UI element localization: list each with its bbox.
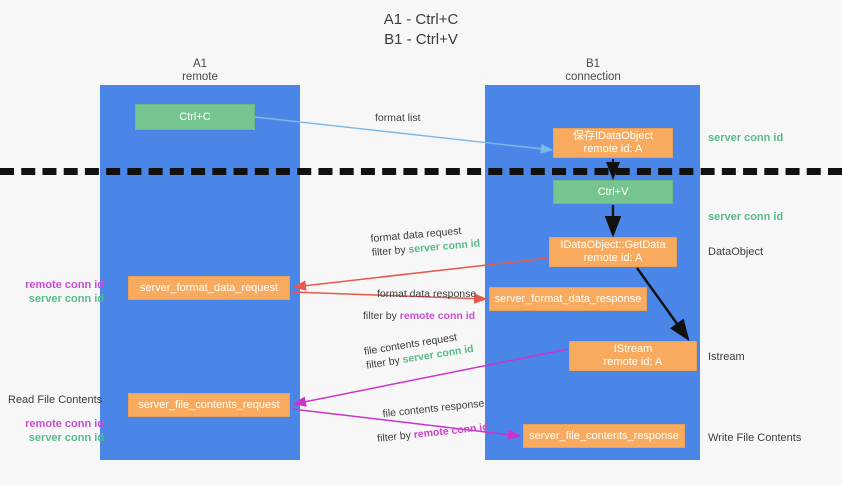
- annotation-left-conn-ids-bottom: remote conn id server conn id: [8, 417, 104, 445]
- node-server-file-contents-response-label: server_file_contents_response: [529, 429, 679, 442]
- column-a1-sub: remote: [182, 71, 218, 83]
- column-b1-sub: connection: [565, 71, 621, 83]
- annotation-server-conn-id: server conn id: [28, 293, 104, 305]
- node-save-idataobject-line2: remote id: A: [583, 143, 643, 155]
- annotation-remote-conn-id: remote conn id: [25, 418, 104, 430]
- node-server-format-data-request-label: server_format_data_request: [139, 281, 279, 294]
- annotation-server-conn-id-mid: server conn id: [708, 211, 784, 223]
- edge-label-file-contents-request: file contents request filter by server c…: [363, 328, 475, 373]
- column-header-a1: A1 remote: [140, 58, 260, 84]
- edge-label-format-data-response: format data response filter by remote co…: [363, 287, 476, 323]
- filter-prefix: filter by: [371, 243, 409, 259]
- column-a1-name: A1: [192, 58, 208, 70]
- node-save-idataobject-line1: 保存IDataObject: [572, 130, 654, 142]
- filter-key-remote-conn-id: remote conn id: [399, 310, 476, 322]
- annotation-remote-conn-id: remote conn id: [25, 279, 104, 291]
- node-server-format-data-request[interactable]: server_format_data_request: [128, 276, 290, 300]
- node-ctrl-v-label: Ctrl+V: [597, 185, 629, 198]
- edge-label-format-data-response-filter: filter by remote conn id: [363, 301, 476, 323]
- node-ctrl-c-label: Ctrl+C: [179, 110, 211, 123]
- column-b1-name: B1: [585, 58, 601, 70]
- node-getdata-line1: IDataObject::GetData: [560, 239, 666, 251]
- annotation-write-file-contents: Write File Contents: [708, 432, 802, 444]
- annotation-left-conn-ids-top: remote conn id server conn id: [8, 278, 104, 306]
- node-ctrl-c[interactable]: Ctrl+C: [135, 104, 255, 130]
- node-server-format-data-response-label: server_format_data_response: [494, 292, 642, 305]
- node-ctrl-v[interactable]: Ctrl+V: [553, 180, 673, 204]
- node-server-file-contents-request[interactable]: server_file_contents_request: [128, 393, 290, 417]
- annotation-read-file-contents: Read File Contents: [8, 394, 103, 406]
- annotation-server-conn-id: server conn id: [28, 432, 104, 444]
- node-istream-line2: remote id: A: [603, 356, 663, 368]
- annotation-istream: Istream: [708, 351, 745, 363]
- annotation-dataobject: DataObject: [708, 246, 764, 258]
- annotation-server-conn-id-top: server conn id: [708, 132, 784, 144]
- edge-label-format-data-request: format data request filter by server con…: [370, 223, 481, 260]
- node-server-file-contents-response[interactable]: server_file_contents_response: [523, 424, 685, 448]
- edge-label-format-list-text: format list: [375, 112, 421, 124]
- title-line-2: B1 - Ctrl+V: [384, 31, 458, 48]
- phase-divider: [0, 168, 842, 175]
- node-server-format-data-response[interactable]: server_format_data_response: [489, 287, 647, 311]
- node-server-file-contents-request-label: server_file_contents_request: [138, 398, 280, 411]
- edge-label-format-data-response-line1: format data response: [377, 288, 477, 300]
- node-save-idataobject[interactable]: 保存IDataObject remote id: A: [553, 128, 673, 158]
- node-idataobject-getdata[interactable]: IDataObject::GetData remote id: A: [549, 237, 677, 267]
- filter-prefix: filter by: [376, 429, 415, 445]
- filter-prefix: filter by: [363, 310, 400, 322]
- edge-label-file-contents-response: file contents response filter by remote …: [374, 396, 490, 446]
- node-istream-line1: IStream: [613, 343, 653, 355]
- node-istream[interactable]: IStream remote id: A: [569, 341, 697, 371]
- diagram-title: A1 - Ctrl+C B1 - Ctrl+V: [0, 10, 842, 50]
- title-line-1: A1 - Ctrl+C: [383, 11, 459, 28]
- node-getdata-line2: remote id: A: [583, 252, 643, 264]
- filter-key-remote-conn-id: remote conn id: [413, 421, 490, 441]
- column-header-b1: B1 connection: [528, 58, 658, 84]
- edge-label-format-list: format list: [375, 111, 421, 125]
